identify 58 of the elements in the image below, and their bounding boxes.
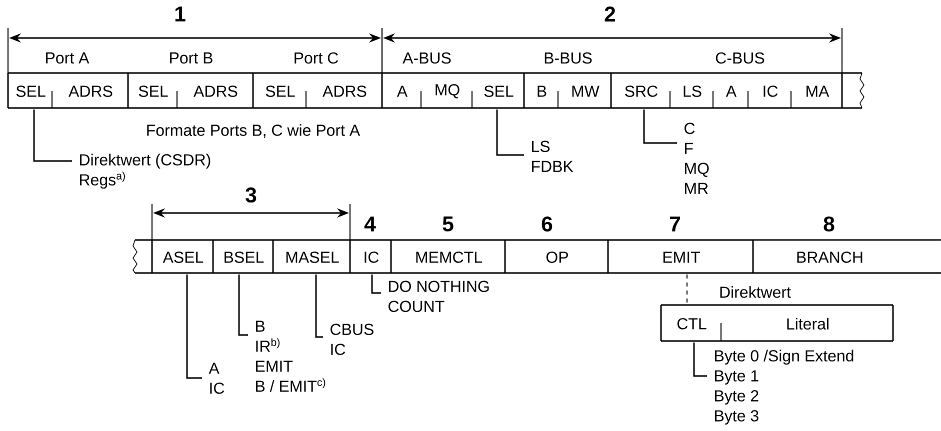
field-cell: A — [381, 72, 421, 109]
annotation-text: DO NOTHING COUNT — [388, 280, 489, 312]
annotation-text: CBUS IC — [330, 324, 374, 356]
field-cell: A — [712, 72, 748, 109]
field-number: 2 — [604, 6, 616, 22]
field-cell: Literal — [721, 304, 894, 342]
annotation-text: Direktwert (CSDR) Regs$^{a)}$ — [80, 154, 210, 189]
field-number: 5 — [442, 216, 454, 232]
field-cell: MQ — [420, 72, 472, 109]
field-cell: CTL — [660, 304, 722, 342]
leader-line — [371, 274, 381, 294]
leader-line — [186, 274, 202, 379]
field-cell: MA — [790, 72, 843, 109]
leader-line — [686, 274, 688, 305]
leader-line — [33, 109, 72, 162]
field-number: 6 — [542, 216, 552, 232]
field-heading: Port A — [46, 52, 90, 64]
field-cell: IC — [349, 239, 391, 274]
field-number: 1 — [175, 6, 186, 22]
field-heading: Port C — [294, 52, 338, 64]
field-cell: IC — [747, 72, 791, 109]
field-cell: EMIT — [607, 239, 753, 274]
field-cell: ADRS — [176, 72, 253, 109]
field-cell: ADRS — [51, 72, 128, 109]
field-cell: SEL — [252, 72, 306, 109]
leader-line — [643, 109, 677, 144]
field-cell: BRANCH — [752, 239, 941, 274]
field-heading: Direktwert — [720, 286, 791, 298]
annotation-text: C F MQ MR — [684, 122, 709, 194]
field-heading: A-BUS — [402, 52, 451, 64]
leader-line — [496, 109, 524, 156]
field-heading: B-BUS — [544, 52, 592, 64]
field-cell: MASEL — [272, 239, 350, 274]
leader-line — [693, 342, 707, 377]
field-heading: Port B — [170, 52, 212, 64]
annotation-text: LS FDBK — [532, 140, 574, 172]
annotation-text: A IC — [208, 362, 224, 394]
annotation-text: B IR$^{b)}$ EMIT B / EMIT$^{c)}$ — [256, 320, 326, 392]
leader-line — [315, 274, 323, 338]
field-cell: SRC — [610, 72, 670, 109]
field-cell: ADRS — [305, 72, 382, 109]
field-number: 3 — [246, 187, 256, 203]
field-heading: C-BUS — [716, 52, 764, 64]
field-number: 7 — [670, 216, 680, 232]
field-cell: SEL — [127, 72, 177, 109]
field-cell: OP — [504, 239, 608, 274]
field-cell: B — [523, 72, 558, 109]
field-cell: SEL — [7, 72, 52, 109]
field-cell: MW — [557, 72, 611, 109]
field-cell: MEMCTL — [390, 239, 505, 274]
field-number: 4 — [364, 216, 376, 232]
annotation-text: Byte 0 /Sign Extend Byte 1 Byte 2 Byte 3 — [715, 350, 854, 425]
leader-line — [238, 274, 248, 336]
field-heading: Formate Ports B, C wie Port A — [147, 124, 360, 138]
field-cell: SEL — [471, 72, 524, 109]
field-cell: ASEL — [151, 239, 214, 274]
field-cell: BSEL — [212, 239, 273, 274]
field-cell: LS — [669, 72, 713, 109]
